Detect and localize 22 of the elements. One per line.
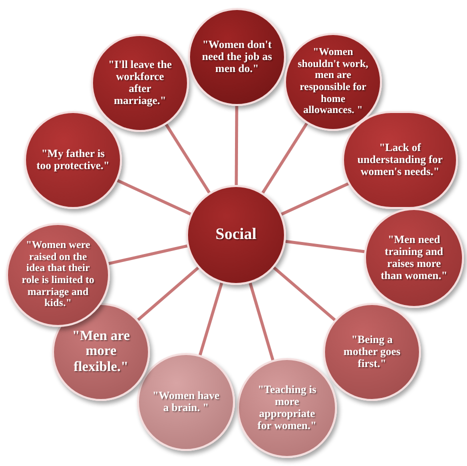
connector-line (280, 182, 350, 216)
quote-text: "Being a mother goes first." (342, 334, 402, 370)
quote-text: "Lack of understanding for women's needs." (357, 142, 443, 178)
quote-text: "Women shouldn't work, men are responsible for home allowances. " (296, 47, 370, 117)
connector-line (285, 240, 365, 254)
connector-line (234, 106, 238, 186)
quote-text: "Women don't need the job as men do." (201, 38, 273, 76)
connector-line (248, 282, 274, 360)
quote-text: "Women were raised on the idea that their role is limited to marriage and kids." (20, 240, 96, 310)
center-label: Social (214, 226, 258, 244)
connector-line (272, 266, 336, 322)
connector-line (116, 179, 192, 216)
quote-text: "My father is too protective." (36, 148, 110, 172)
connector-line (137, 266, 200, 322)
quote-text: "Men need training and raises more than women." (380, 234, 448, 282)
quote-text: "Women have a brain. " (152, 390, 220, 414)
connector-line (108, 244, 188, 266)
quote-text: "I'll leave the workforce after marriage." (107, 58, 173, 108)
connector-line (262, 122, 308, 194)
quote-text: "Teaching is more appropriate for women." (256, 384, 318, 432)
connector-line (164, 124, 211, 194)
quote-text: "Men are more flexible." (71, 328, 131, 376)
